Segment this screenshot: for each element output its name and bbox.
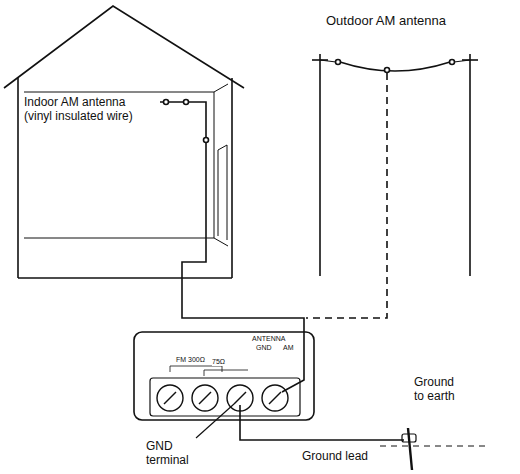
terminal-label: ANTENNA: [252, 335, 285, 343]
panel-bracket: [170, 366, 222, 372]
terminal-knob: [262, 385, 288, 411]
door: [218, 145, 227, 240]
antenna-label: Outdoor AM antenna: [326, 14, 446, 29]
insulator: [385, 68, 390, 73]
insulator: [164, 100, 169, 105]
callout-label: Ground to earth: [414, 376, 466, 404]
house-wall: [17, 77, 19, 278]
terminal-label: FM 300Ω: [176, 356, 205, 364]
house-base: [18, 277, 232, 279]
terminal-knob: [192, 385, 218, 411]
outdoor-lead-in: [306, 73, 387, 318]
insulator: [184, 100, 189, 105]
guy-wire: [454, 60, 470, 62]
ground-surface: [380, 446, 488, 447]
rod-clamp: [402, 434, 416, 442]
terminal-panel: [134, 332, 314, 420]
antenna-label: Indoor AM antenna (vinyl insulated wire): [24, 96, 156, 124]
terminal-label: AM: [283, 344, 294, 352]
terminal-label: GND: [256, 344, 272, 352]
house-wall: [231, 78, 233, 278]
insulator: [336, 60, 341, 65]
insulator: [450, 60, 455, 65]
callout-label: GND terminal: [146, 440, 206, 468]
ground-lead: [240, 405, 404, 440]
knob-slot: [199, 392, 211, 404]
outdoor-antenna-wire: [340, 62, 450, 71]
terminal-label: 75Ω: [212, 358, 225, 366]
indoor-antenna-wire: [160, 102, 304, 392]
room-ceiling: [24, 92, 214, 93]
callout-label: Ground lead: [302, 450, 368, 464]
room-floor: [214, 238, 228, 246]
terminal-knobs: [157, 385, 288, 411]
guy-wire: [320, 60, 336, 62]
house-roof: [4, 6, 244, 88]
knob-slot: [234, 392, 246, 404]
terminal-strip: [150, 378, 300, 416]
knob-slot: [269, 392, 281, 404]
room-corner: [214, 92, 215, 238]
leader-line: [196, 404, 234, 438]
panel-bracket: [204, 370, 248, 376]
antenna-pole: [319, 54, 321, 276]
room-floor: [24, 238, 214, 239]
room-corner: [214, 84, 228, 92]
terminal-knob: [157, 385, 183, 411]
knob-slot: [164, 392, 176, 404]
insulator: [204, 138, 209, 143]
antenna-pole: [469, 54, 471, 276]
